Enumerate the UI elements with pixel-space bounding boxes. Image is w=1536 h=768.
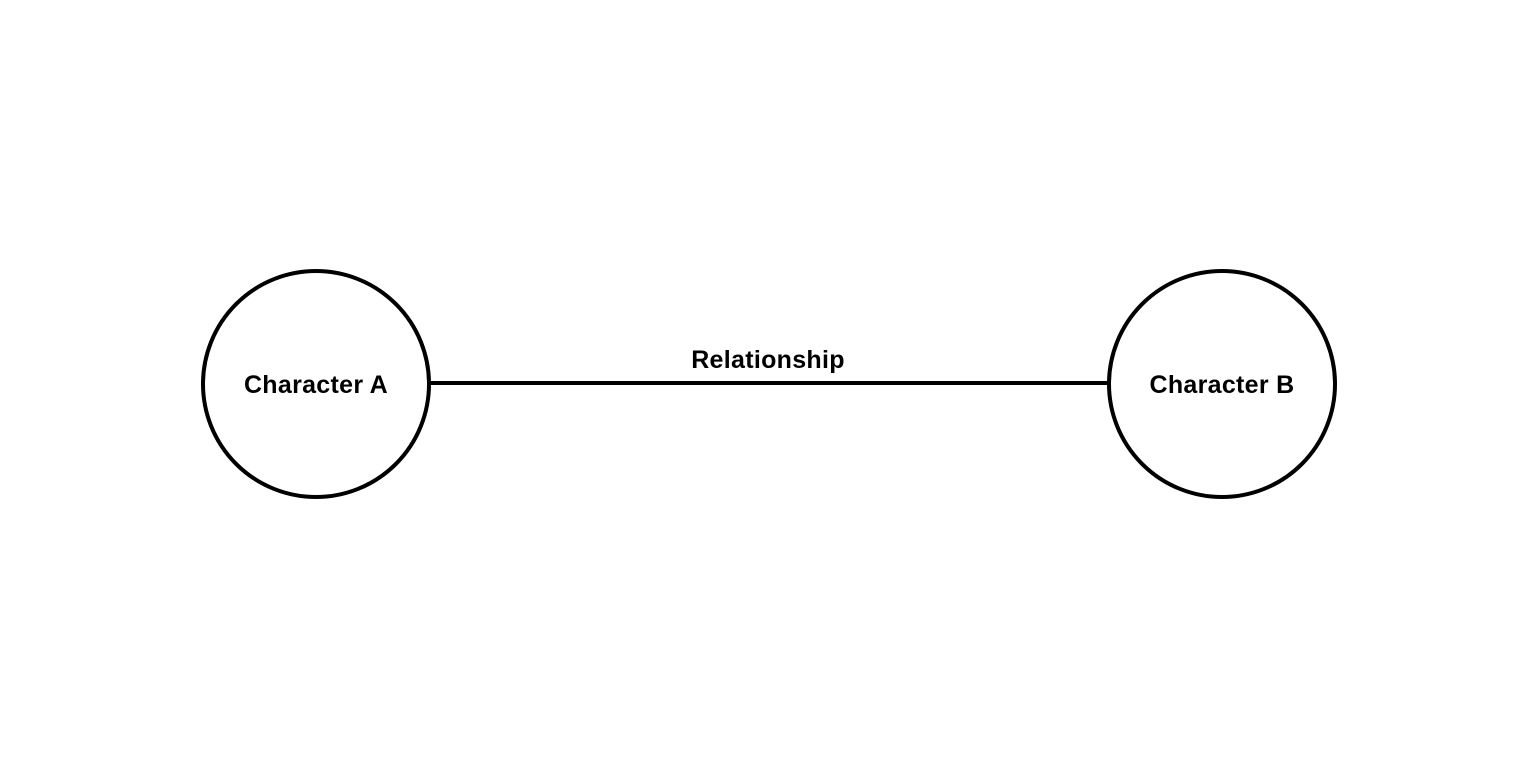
edge-character-a-character-b[interactable]: Relationship [430,346,1108,385]
node-character-a-label: Character A [244,371,388,399]
edge-label: Relationship [691,346,845,374]
node-character-b-circle[interactable] [1107,269,1337,499]
node-character-a-circle[interactable] [201,269,431,499]
node-character-b-label: Character B [1149,371,1294,399]
node-character-a[interactable]: Character A [201,269,431,499]
node-character-b[interactable]: Character B [1107,269,1337,499]
